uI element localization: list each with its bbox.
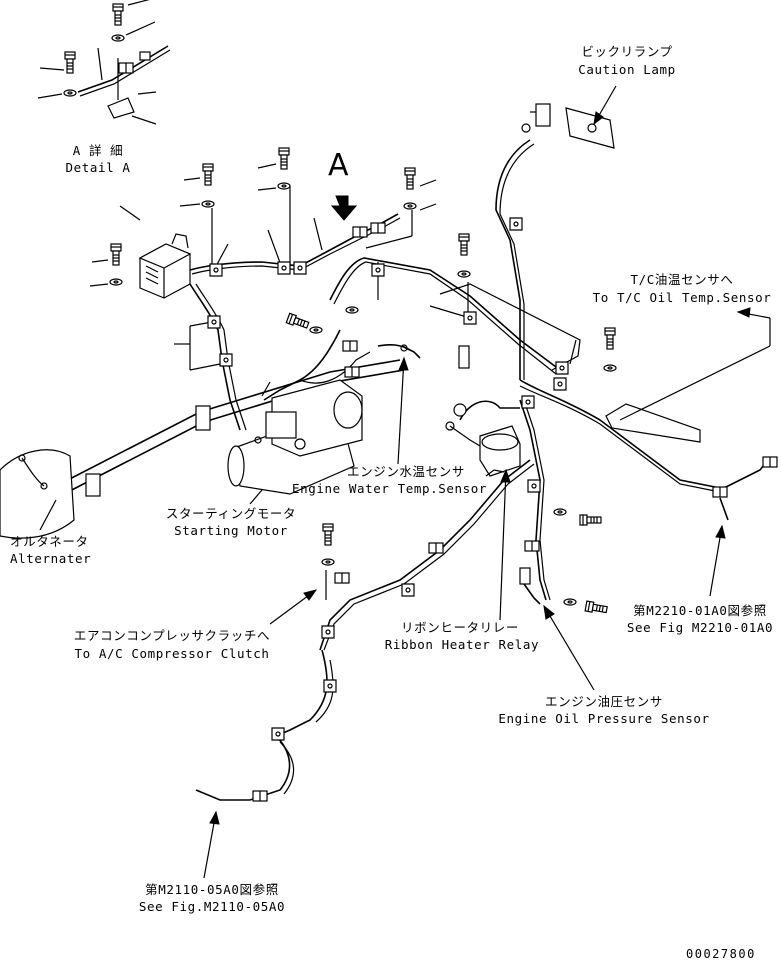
detail-a-label-en: Detail A	[65, 160, 131, 175]
ac-clutch-label-jp: エアコンコンプレッサクラッチへ	[73, 628, 271, 643]
support-tube	[59, 359, 405, 497]
caution-lamp-label-en: Caution Lamp	[578, 62, 676, 77]
fasteners	[109, 147, 617, 616]
ribbon-relay-label-jp: リボンヒータリレー	[401, 620, 519, 635]
relay-box	[138, 233, 192, 299]
water-temp-label-jp: エンジン水温センサ	[347, 464, 465, 479]
view-arrow	[330, 195, 358, 221]
alternator-label-en: Alternater	[10, 551, 92, 566]
tc-oil-label-jp: T/C油温センサへ	[630, 272, 734, 287]
ribbon-relay-label-en: Ribbon Heater Relay	[384, 637, 540, 652]
detail-a-view	[37, 0, 171, 125]
ac-clutch-label-en: To A/C Compressor Clutch	[74, 646, 270, 661]
bracket-plate	[439, 283, 701, 443]
see-m2210-label-jp: 第M2210-01A0図参照	[633, 603, 767, 618]
harness-cables	[189, 139, 769, 801]
water-temp-label-en: Engine Water Temp.Sensor	[292, 481, 488, 496]
water-temp-sensor	[400, 344, 421, 359]
see-m2110-label-jp: 第M2110-05A0図参照	[145, 882, 279, 897]
leader-lines-fasteners	[89, 163, 577, 600]
caution-lamp	[521, 103, 615, 149]
alternator	[0, 449, 75, 539]
ribbon-heater-relay	[445, 403, 521, 477]
label-leaders	[39, 85, 771, 879]
drawing-number: 00027800	[686, 947, 756, 961]
see-m2210-label-en: See Fig M2210-01A0	[626, 620, 774, 635]
caution-lamp-label-jp: ビックリランプ	[581, 44, 673, 59]
detail-a-label-jp: A 詳 細	[72, 143, 124, 158]
starting-motor-label-en: Starting Motor	[174, 523, 288, 538]
tc-oil-label-en: To T/C Oil Temp.Sensor	[592, 290, 772, 305]
starting-motor	[227, 379, 363, 495]
alternator-label-jp: オルタネータ	[10, 534, 89, 549]
starting-motor-label-jp: スターティングモータ	[165, 506, 297, 521]
oil-pressure-label-jp: エンジン油圧センサ	[545, 694, 663, 709]
oil-pressure-label-en: Engine Oil Pressure Sensor	[498, 711, 710, 726]
see-m2110-label-en: See Fig.M2110-05A0	[138, 899, 286, 914]
view-a-marker: A	[328, 148, 349, 183]
oil-pressure-sensor	[519, 567, 541, 605]
